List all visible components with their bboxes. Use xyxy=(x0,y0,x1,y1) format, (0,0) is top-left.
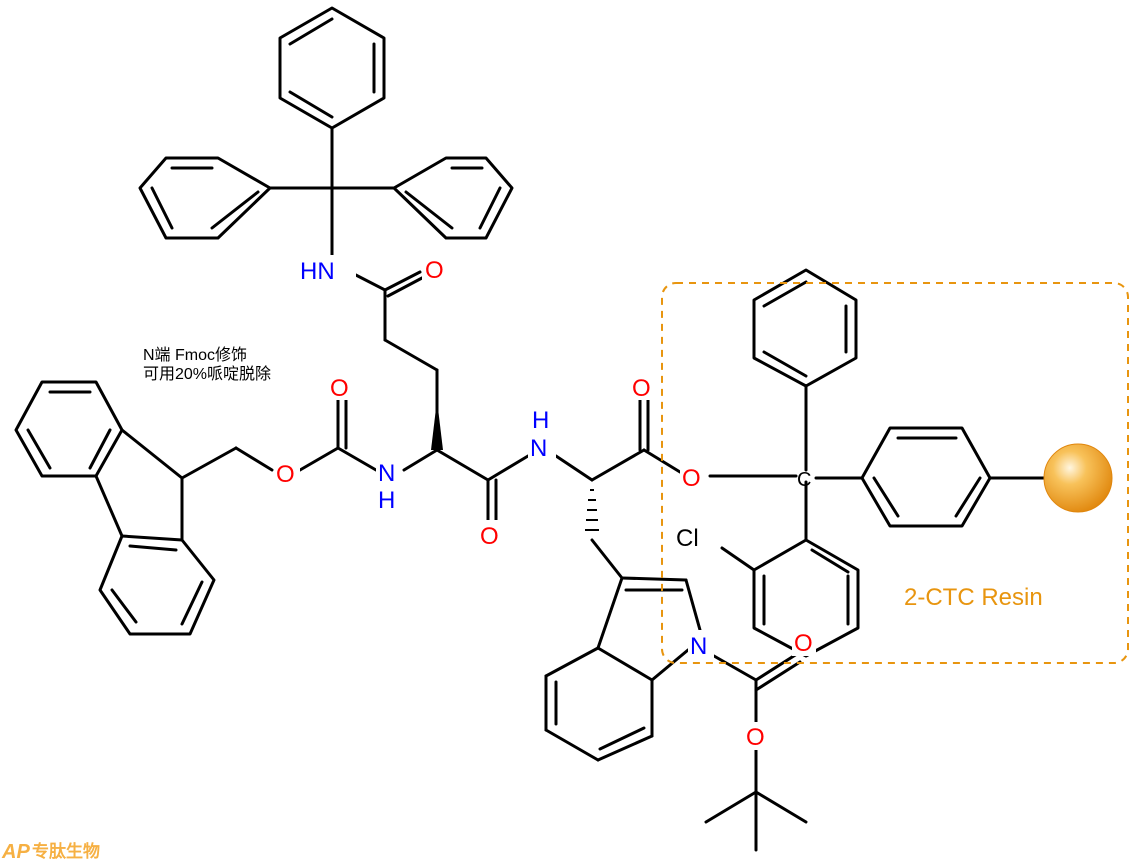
fluorene-ring-upper xyxy=(14,380,124,478)
watermark-text: 专肽生物 xyxy=(32,841,100,861)
resin-dashed-box xyxy=(661,282,1129,664)
hash-bond-trp xyxy=(585,489,599,531)
trp-indole xyxy=(544,538,808,852)
atom-o-amide-side: O xyxy=(425,257,444,284)
atom-o-ester: O xyxy=(682,465,701,492)
phenyl-ring-left xyxy=(138,156,272,240)
fmoc-note-line1: N端 Fmoc修饰 xyxy=(143,346,247,364)
atom-n-carbamate: N xyxy=(378,460,395,487)
fmoc-note-line2: 可用20%哌啶脱除 xyxy=(143,365,271,383)
atom-hn-trityl: HN xyxy=(300,258,335,285)
ctc-phenyl-top xyxy=(752,268,858,388)
resin-label: 2-CTC Resin xyxy=(904,584,1043,611)
atom-n-indole: N xyxy=(690,633,707,660)
wedge-bond-gln xyxy=(431,400,443,450)
gln-side-chain xyxy=(348,270,439,452)
atom-cl: Cl xyxy=(676,525,699,552)
atom-h-amide: H xyxy=(532,407,549,434)
atom-o-carbamate-ester: O xyxy=(276,461,295,488)
atom-o-amide-bottom: O xyxy=(480,523,499,550)
ctc-core xyxy=(720,268,1046,658)
atom-n-amide: N xyxy=(530,435,547,462)
atom-h-carbamate: H xyxy=(378,487,395,514)
fmoc-group xyxy=(14,380,439,636)
atom-o-boc-top: O xyxy=(794,630,813,657)
ctc-phenyl-right xyxy=(860,426,992,528)
phenyl-ring-top xyxy=(278,6,386,130)
atom-o-carbamate-top: O xyxy=(330,375,349,402)
peptide-backbone xyxy=(435,398,798,522)
resin-bead-icon xyxy=(1043,443,1113,513)
phenyl-ring-right xyxy=(392,156,514,240)
atom-c-trityl: C xyxy=(797,469,811,491)
trityl-group xyxy=(138,6,514,257)
atom-o-ester-top: O xyxy=(632,375,651,402)
fluorene-ring-lower xyxy=(98,534,216,636)
watermark-logo: AP 专肽生物 xyxy=(1,841,100,861)
atom-o-boc-ester: O xyxy=(746,724,765,751)
watermark-mark: AP xyxy=(1,841,30,861)
